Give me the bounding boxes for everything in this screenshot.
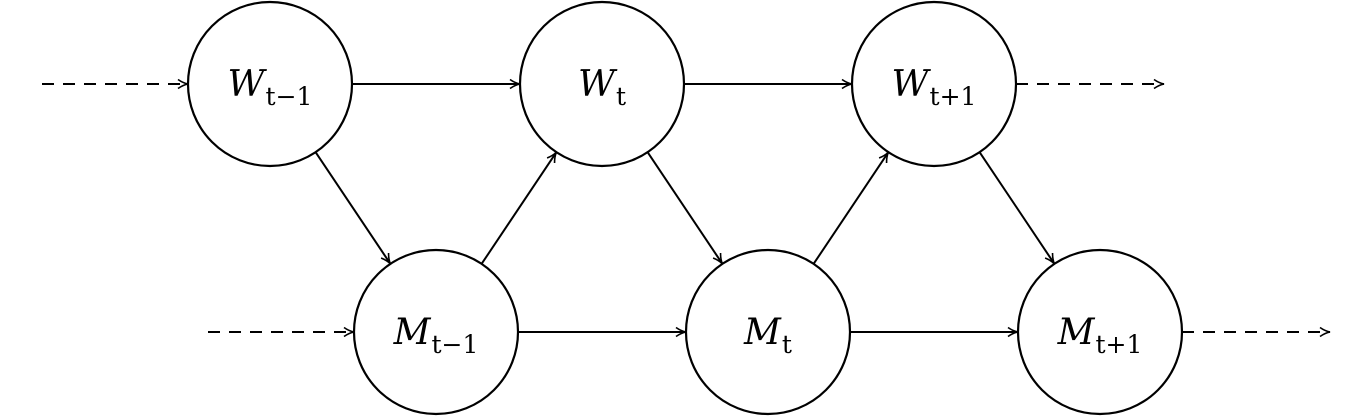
node-circle [1016, 248, 1184, 416]
node-subscript-offset: +1 [940, 82, 977, 111]
node-label: Mt+1 [1057, 312, 1143, 359]
node-circle [518, 0, 686, 168]
node-subscript-offset: +1 [1106, 330, 1143, 359]
edge-w_curr-to-m_curr [646, 151, 724, 265]
edge-m_curr-to-w_next [812, 151, 890, 265]
node-circle [186, 0, 354, 168]
node-subscript-offset: −1 [442, 330, 479, 359]
node-label: Wt [578, 64, 626, 111]
node-label: Wt−1 [228, 64, 313, 111]
edge-w_next-to-m_next [978, 151, 1056, 265]
node-subscript-var: t [616, 82, 626, 111]
node-circle [352, 248, 520, 416]
node-w_prev: Wt−1 [186, 0, 354, 168]
node-w_next: Wt+1 [850, 0, 1018, 168]
node-symbol: M [743, 312, 782, 353]
node-subscript-var: t [1095, 330, 1105, 359]
node-w_curr: Wt [518, 0, 686, 168]
node-symbol: M [393, 312, 432, 353]
node-subscript-var: t [266, 82, 276, 111]
node-circle [850, 0, 1018, 168]
node-subscript-var: t [782, 330, 792, 359]
node-m_next: Mt+1 [1016, 248, 1184, 416]
node-circle [684, 248, 852, 416]
node-label: Wt+1 [892, 64, 977, 111]
node-label: Mt−1 [393, 312, 479, 359]
edge-m_prev-to-w_curr [480, 151, 558, 265]
node-label: Mt [743, 312, 792, 359]
node-m_curr: Mt [684, 248, 852, 416]
node-m_prev: Mt−1 [352, 248, 520, 416]
node-subscript-var: t [431, 330, 441, 359]
node-symbol: M [1057, 312, 1096, 353]
edge-w_prev-to-m_prev [314, 151, 392, 265]
node-symbol: W [892, 64, 932, 105]
node-subscript-var: t [930, 82, 940, 111]
node-subscript-offset: −1 [276, 82, 313, 111]
edges-layer [42, 78, 1331, 338]
node-symbol: W [228, 64, 268, 105]
node-symbol: W [578, 64, 618, 105]
